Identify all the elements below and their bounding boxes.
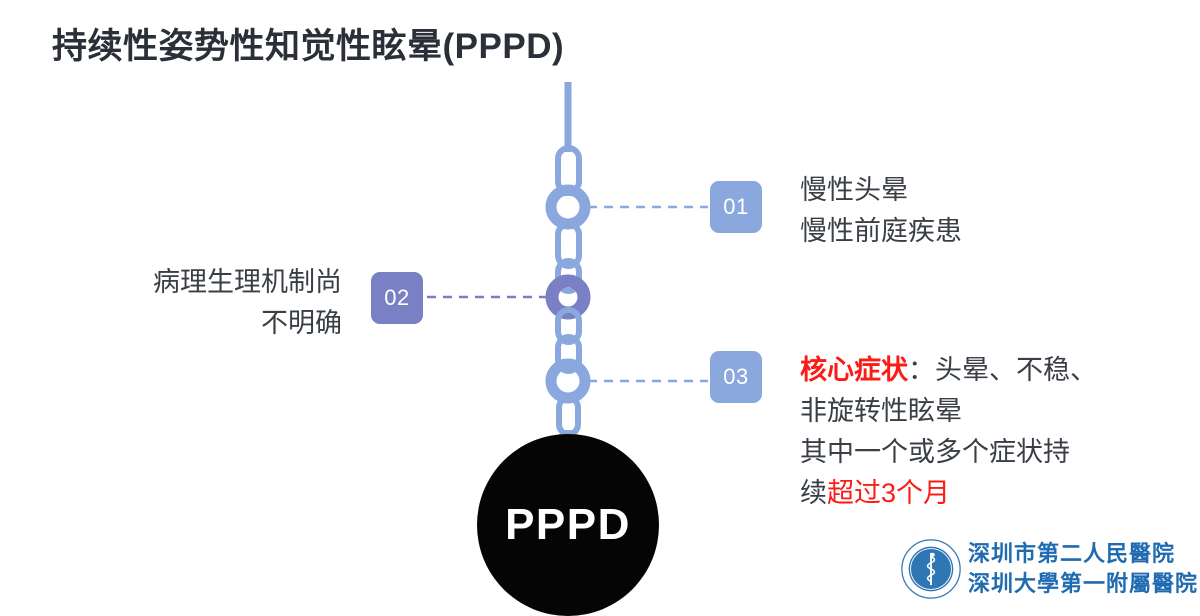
item-03-line-4-prefix: 续 <box>800 478 827 508</box>
item-02-line-2: 不明确 <box>261 308 342 338</box>
chain-node-01 <box>545 184 591 230</box>
item-03-line-3: 其中一个或多个症状持 <box>800 437 1070 467</box>
badge-02[interactable]: 02 <box>371 272 423 324</box>
hospital-logo: 深圳市第二人民醫院 深圳大學第一附屬醫院 <box>900 536 1197 602</box>
item-02-line-1: 病理生理机制尚 <box>153 267 342 297</box>
hospital-name-line-2: 深圳大學第一附屬醫院 <box>968 571 1199 597</box>
badge-03[interactable]: 03 <box>710 351 762 403</box>
rod-of-asclepius-emblem <box>901 539 961 599</box>
item-03-line-4: 续超过3个月 <box>800 473 1097 514</box>
item-03-line-2: 非旋转性眩晕 <box>800 396 962 426</box>
item-03-text: 核心症状：头晕、不稳、 非旋转性眩晕 其中一个或多个症状持 续超过3个月 <box>800 350 1097 514</box>
page-title: 持续性姿势性知觉性眩晕(PPPD) <box>52 27 565 66</box>
item-01-text: 慢性头晕 慢性前庭疾患 <box>800 170 962 252</box>
hospital-name-line-1: 深圳市第二人民醫院 <box>968 541 1176 567</box>
chain-link <box>555 258 582 294</box>
item-02-text: 病理生理机制尚 不明确 <box>104 262 342 344</box>
item-01-line-1: 慢性头晕 <box>800 175 908 205</box>
chain-node-03 <box>545 358 591 404</box>
chain-node-02 <box>545 274 591 320</box>
chain-link <box>555 334 582 374</box>
badge-03-label: 03 <box>723 364 749 389</box>
chain-link <box>555 145 582 195</box>
item-03-core-symptom-label: 核心症状 <box>800 355 908 385</box>
badge-01[interactable]: 01 <box>710 181 762 233</box>
badge-02-label: 02 <box>384 285 410 310</box>
item-03-line-1: 核心症状：头晕、不稳、 <box>800 350 1097 391</box>
badge-01-label: 01 <box>723 194 749 219</box>
center-node-label: PPPD <box>505 500 631 549</box>
hospital-logo-text: 深圳市第二人民醫院 深圳大學第一附屬醫院 <box>968 539 1198 599</box>
chain-link <box>555 221 582 269</box>
item-01-line-2: 慢性前庭疾患 <box>800 216 962 246</box>
item-03-line-1-rest: ：头晕、不稳、 <box>908 355 1097 385</box>
chain-link <box>555 307 582 345</box>
item-03-duration-highlight: 超过3个月 <box>827 478 951 508</box>
center-node-pppd: PPPD <box>477 434 659 616</box>
chain-link <box>556 395 581 437</box>
